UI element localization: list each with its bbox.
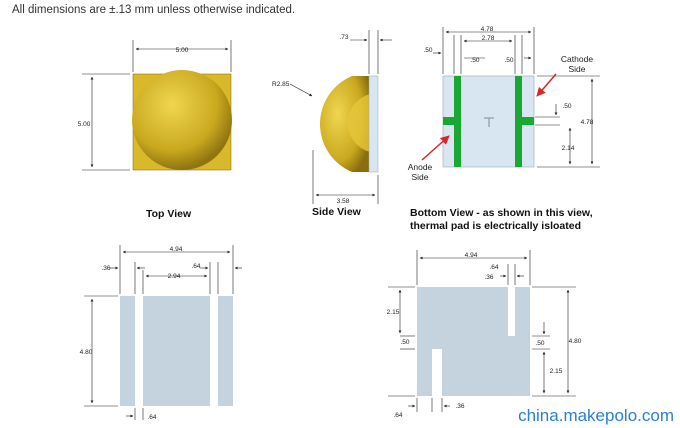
watermark: china.makepolo.com bbox=[518, 406, 674, 425]
footprint-a-center-pad bbox=[143, 296, 210, 406]
top-view-height: 5.00 bbox=[78, 121, 91, 128]
footprint-b: 4.94 .64 .36 2.15 .50 4.80 .50 2.15 bbox=[387, 250, 582, 419]
top-view: 5.00 5.00 bbox=[78, 40, 232, 171]
footprint-a-right-pad bbox=[218, 296, 233, 406]
side-view-radius: R2.85 bbox=[272, 81, 290, 88]
cathode-label-1: Cathode bbox=[561, 54, 593, 64]
footprint-a: 4.94 .36 .64 2.94 4.80 .64 bbox=[80, 245, 242, 421]
side-view-substrate bbox=[368, 75, 379, 173]
footprint-a-width: 4.94 bbox=[170, 246, 183, 253]
footprint-b-left-notch: .50 bbox=[400, 339, 409, 346]
footprint-a-left-pad bbox=[120, 296, 135, 406]
bottom-view-mid: .50 bbox=[470, 57, 479, 64]
footprint-b-width: 4.94 bbox=[465, 252, 478, 259]
bottom-view-left: .50 bbox=[423, 47, 432, 54]
bottom-view-inner: 2.78 bbox=[482, 35, 495, 42]
footprint-a-right: .64 bbox=[191, 263, 200, 270]
cathode-label-2: Side bbox=[568, 64, 585, 74]
footprint-a-gap: .64 bbox=[147, 414, 156, 421]
bottom-view-caption-1: Bottom View - as shown in this view, bbox=[410, 207, 593, 219]
top-view-width: 5.00 bbox=[176, 47, 189, 54]
bottom-view-caption-2: thermal pad is electrically isloated bbox=[410, 220, 581, 232]
top-view-dome bbox=[132, 70, 232, 170]
side-view-caption: Side View bbox=[312, 206, 361, 218]
side-view: .73 R2.85 3.58 bbox=[272, 30, 392, 205]
footprint-b-height: 4.80 bbox=[569, 338, 582, 345]
bottom-view-right: .50 bbox=[504, 57, 513, 64]
footprint-b-bottom-left: .64 bbox=[393, 412, 402, 419]
bottom-view: 4.78 2.78 .50 .50 .50 4.78 .50 2.14 Cath… bbox=[408, 26, 600, 182]
side-view-lens bbox=[320, 76, 370, 172]
footprint-b-top-gap: .64 bbox=[489, 264, 498, 271]
side-view-height: 3.58 bbox=[337, 198, 350, 205]
anode-pad bbox=[454, 76, 461, 167]
footprint-a-inner: 2.94 bbox=[168, 273, 181, 280]
footprint-a-height: 4.80 bbox=[80, 349, 93, 356]
bottom-view-height: 4.78 bbox=[581, 119, 594, 126]
bottom-view-lower: 2.14 bbox=[562, 145, 575, 152]
footprint-b-right-notch: .50 bbox=[535, 340, 544, 347]
footprint-b-bottom-pad bbox=[417, 349, 432, 396]
anode-label-2: Side bbox=[411, 172, 428, 182]
footprint-b-lower: 2.15 bbox=[550, 368, 563, 375]
footprint-b-thermal-pad bbox=[417, 287, 530, 396]
footprint-b-bottom-gap: .36 bbox=[455, 403, 464, 410]
side-view-thickness: .73 bbox=[339, 34, 348, 41]
anode-label-1: Anode bbox=[408, 162, 433, 172]
footprint-b-top-gap2: .36 bbox=[484, 274, 493, 281]
top-view-caption: Top View bbox=[146, 208, 192, 220]
bottom-view-pad-offset: .50 bbox=[562, 103, 571, 110]
footprint-b-upper: 2.15 bbox=[387, 309, 400, 316]
tolerance-note: All dimensions are ±.13 mm unless otherw… bbox=[12, 4, 296, 16]
anode-arrow bbox=[421, 135, 450, 161]
bottom-view-width: 4.78 bbox=[481, 26, 494, 33]
footprint-a-left: .36 bbox=[101, 265, 110, 272]
footprint-b-top-pad bbox=[515, 287, 530, 336]
polarity-mark bbox=[484, 117, 494, 127]
cathode-arrow bbox=[536, 73, 557, 97]
cathode-pad bbox=[515, 76, 522, 167]
